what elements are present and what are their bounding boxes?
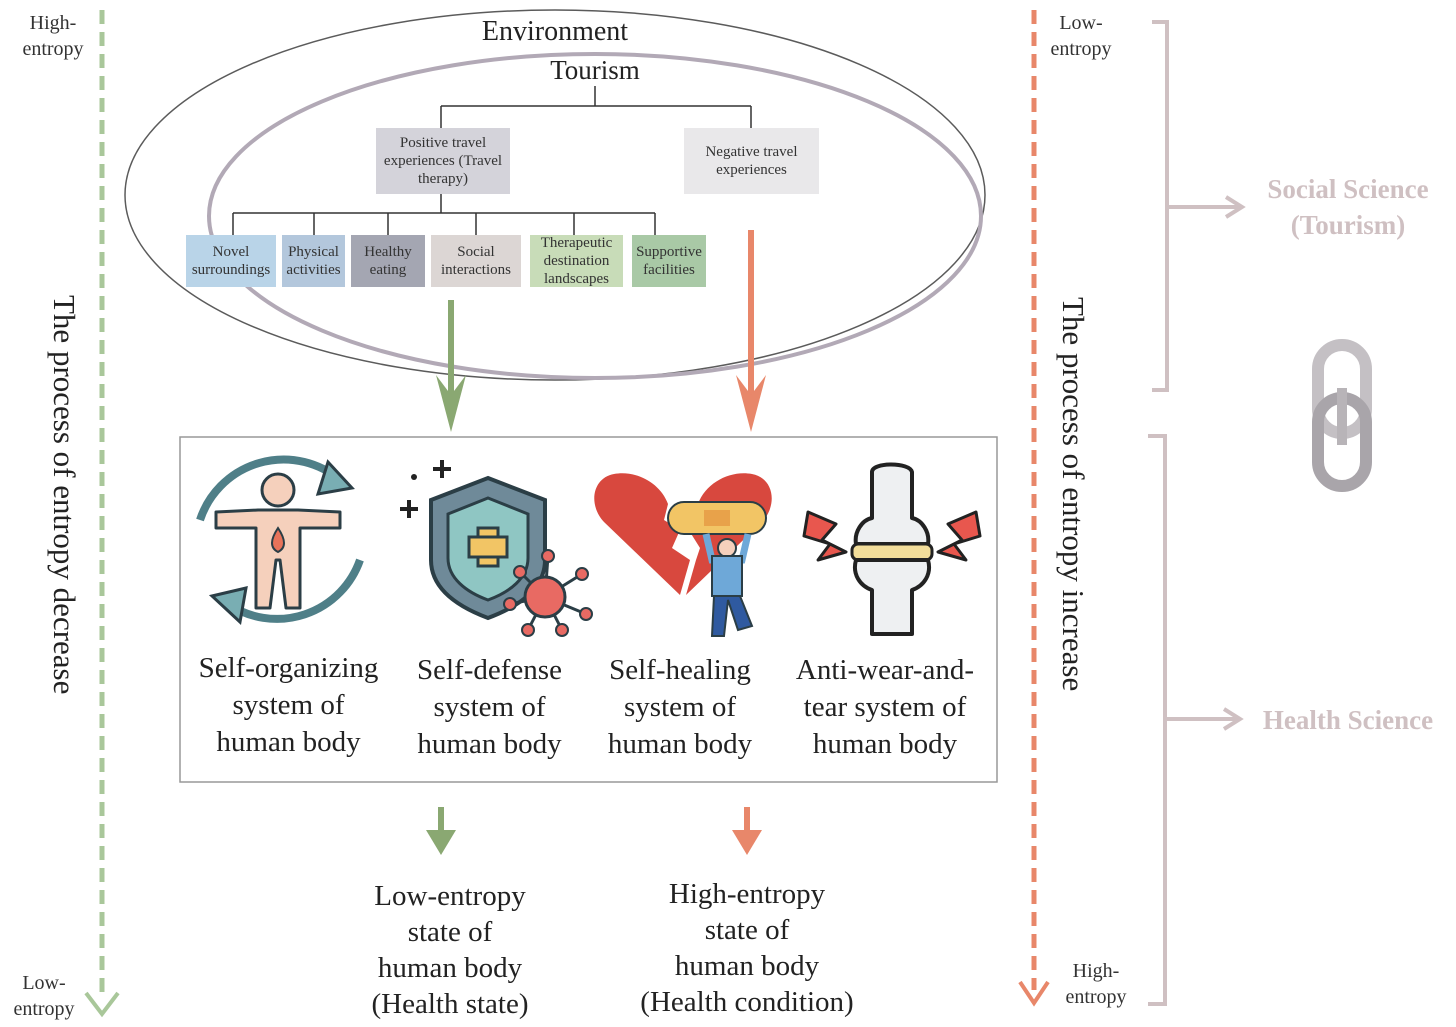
system-self-organizing: Self-organizing system of human body — [198, 652, 379, 758]
tourism-ellipse — [207, 52, 983, 380]
tourism-title: Tourism — [550, 55, 640, 85]
chain-link-icon — [1312, 339, 1372, 492]
right-axis-arrowhead — [1018, 980, 1050, 1007]
factor-therapeutic-landscapes: Therapeutic destination landscapes — [530, 235, 623, 287]
green-arrow-positive — [436, 300, 466, 432]
body-cycle-icon — [196, 455, 364, 625]
right-axis-bottom-label: High- entropy — [1065, 960, 1127, 1008]
joint-pain-icon — [802, 462, 982, 636]
high-entropy-state: High-entropy state of human body (Health… — [640, 878, 854, 1018]
factor-physical-activities: Physical activities — [282, 235, 345, 287]
entropy-increase-label: The process of entropy increase — [1056, 297, 1091, 692]
system-anti-wear-and-tear: Anti-wear-and- tear system of human body — [795, 654, 975, 760]
orange-arrow-to-high-entropy — [732, 807, 762, 855]
social-science-bracket — [1152, 20, 1246, 392]
tree-connectors — [232, 86, 752, 235]
shield-virus-icon — [400, 460, 593, 637]
factor-novel-surroundings: Novel surroundings — [186, 235, 276, 287]
environment-title: Environment — [481, 16, 629, 47]
right-axis-top-label: Low- entropy — [1050, 12, 1112, 60]
positive-experiences-box: Positive travel experiences (Travel ther… — [376, 128, 510, 194]
green-arrow-to-low-entropy — [426, 807, 456, 855]
entropy-decrease-label: The process of entropy decrease — [47, 295, 82, 695]
low-entropy-state: Low-entropy state of human body (Health … — [371, 880, 529, 1020]
factor-supportive-facilities: Supportive facilities — [632, 235, 706, 287]
environment-ellipse — [124, 9, 986, 381]
factor-healthy-eating: Healthy eating — [351, 235, 425, 287]
health-science-bracket — [1148, 434, 1244, 1006]
broken-heart-bandage-icon — [594, 473, 772, 637]
orange-arrow-negative — [736, 230, 766, 432]
health-science-label: Health Science — [1262, 705, 1434, 735]
body-systems-box — [179, 436, 998, 783]
left-axis-top-label: High- entropy — [22, 12, 84, 60]
negative-experiences-box: Negative travel experiences — [684, 128, 819, 194]
social-science-label: Social Science (Tourism) — [1267, 174, 1429, 240]
factor-social-interactions: Social interactions — [431, 235, 521, 287]
system-self-defense: Self-defense system of human body — [417, 654, 562, 760]
left-axis-bottom-label: Low- entropy — [13, 972, 75, 1020]
left-axis-arrowhead — [84, 991, 120, 1018]
system-self-healing: Self-healing system of human body — [607, 654, 753, 760]
